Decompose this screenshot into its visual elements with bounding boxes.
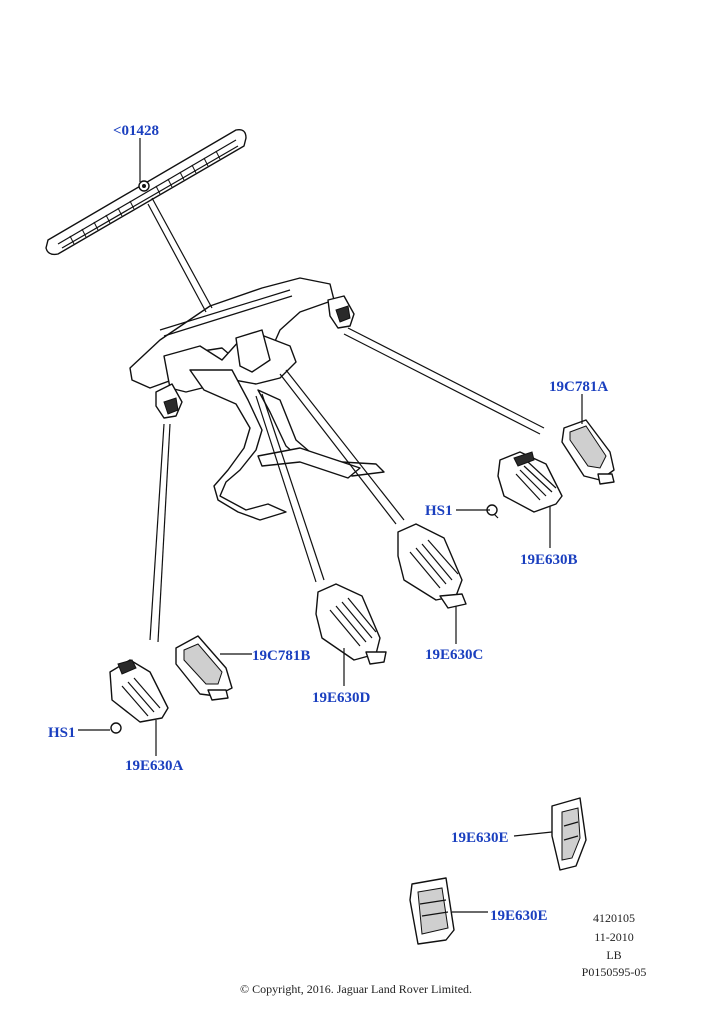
copyright-notice: © Copyright, 2016. Jaguar Land Rover Lim… xyxy=(240,982,472,996)
screw-hs1-right[interactable] xyxy=(486,504,499,519)
illustration-id: P0150595-05 xyxy=(582,965,647,979)
callout-01428[interactable]: <01428 xyxy=(113,123,159,139)
assembly-leader-lines xyxy=(147,197,545,643)
ref-date: 11-2010 xyxy=(594,930,634,944)
callout-19e630e-upper[interactable]: 19E630E xyxy=(451,830,509,846)
callout-hs1-right[interactable]: HS1 xyxy=(425,503,453,519)
ref-market: LB xyxy=(606,948,621,962)
callout-19e630e-lower[interactable]: 19E630E xyxy=(490,908,548,924)
vent-19e630c[interactable] xyxy=(397,523,467,609)
callout-19e630a[interactable]: 19E630A xyxy=(125,758,184,774)
callout-19e630d[interactable]: 19E630D xyxy=(312,690,371,706)
callout-19c781b[interactable]: 19C781B xyxy=(252,648,310,664)
dash-duct-assembly[interactable] xyxy=(129,277,385,521)
callout-19e630c[interactable]: 19E630C xyxy=(425,647,483,663)
callout-hs1-left[interactable]: HS1 xyxy=(48,725,76,741)
vent-19e630b[interactable] xyxy=(497,451,563,513)
callout-leaders xyxy=(78,138,583,913)
callout-19e630b[interactable]: 19E630B xyxy=(520,552,578,568)
vent-19e630e-lower[interactable] xyxy=(409,877,455,945)
screw-hs1-left[interactable] xyxy=(110,722,122,734)
defrost-grille-bar[interactable] xyxy=(45,128,247,256)
vent-19e630a[interactable] xyxy=(109,659,169,723)
bezel-19c781a[interactable] xyxy=(561,419,615,485)
vent-19e630e-upper[interactable] xyxy=(551,797,587,871)
vent-19e630d[interactable] xyxy=(315,583,387,665)
callout-19c781a[interactable]: 19C781A xyxy=(549,379,608,395)
bezel-19c781b[interactable] xyxy=(175,635,233,701)
ref-number: 4120105 xyxy=(593,911,635,925)
